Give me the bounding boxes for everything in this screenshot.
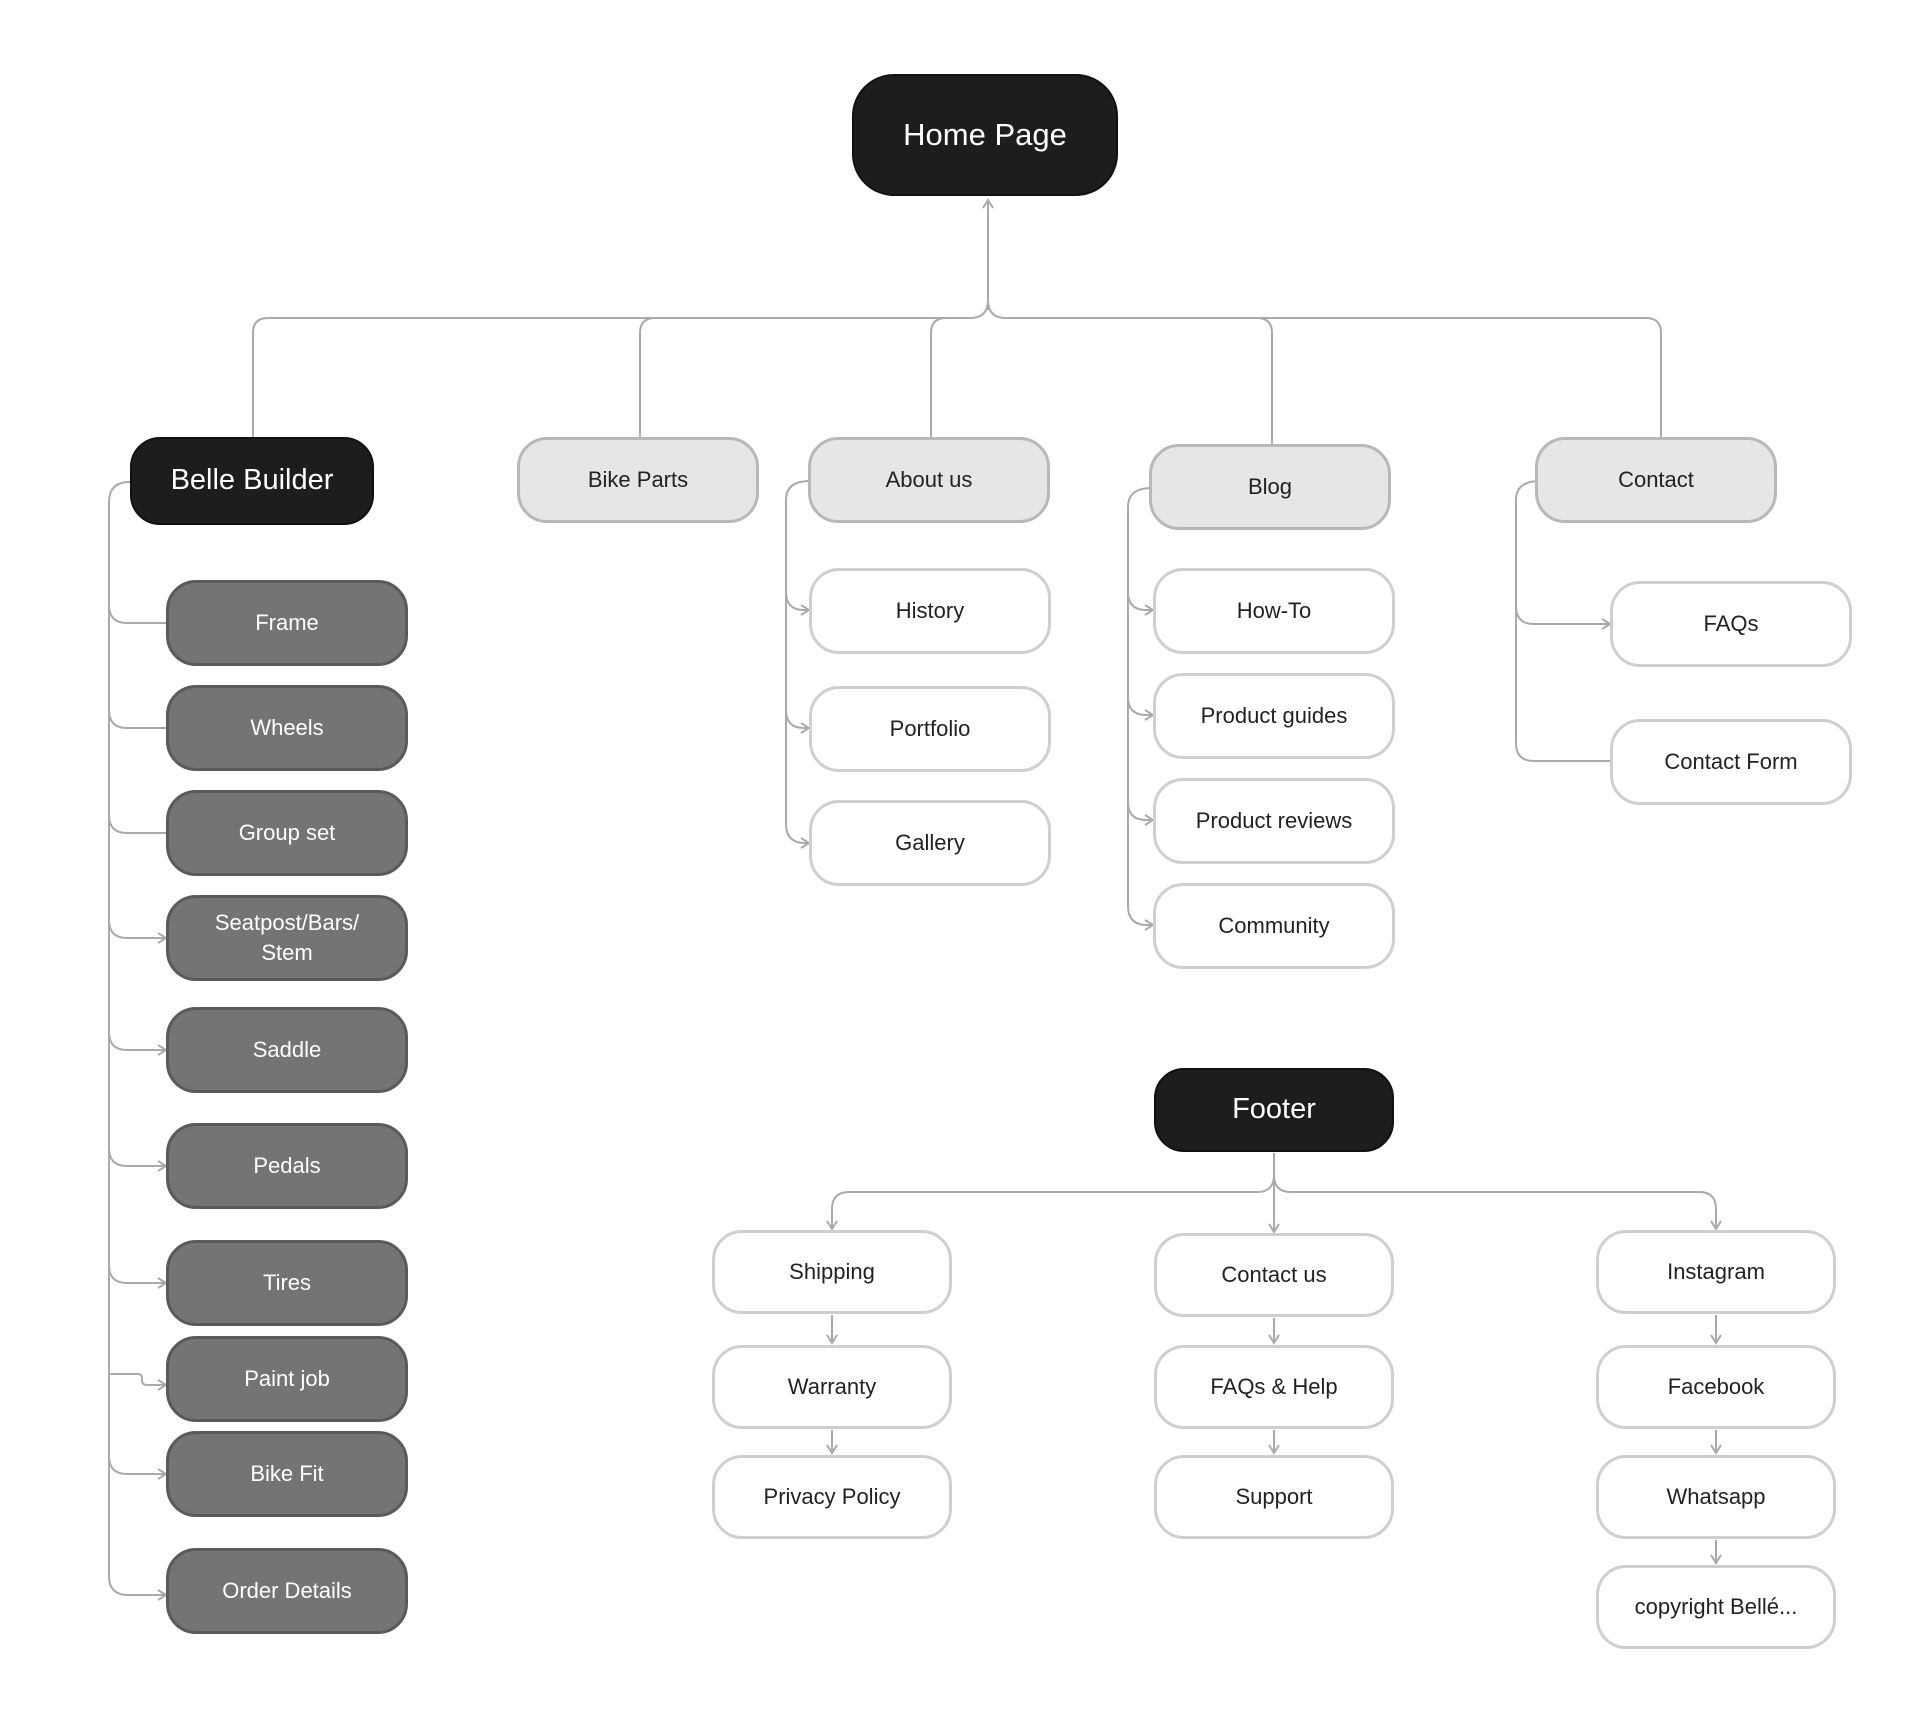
- whatsapp-label: Whatsapp: [1666, 1484, 1766, 1510]
- pedals-label: Pedals: [253, 1153, 321, 1179]
- branch-product-guides: [1127, 696, 1155, 721]
- history-label: History: [895, 598, 965, 624]
- seatpost-bars-stem-label: Seatpost/Bars/ Stem: [214, 910, 360, 965]
- drop-bike-parts: [639, 317, 656, 438]
- bike-parts-label: Bike Parts: [587, 467, 689, 493]
- product-guides-node[interactable]: Product guides: [1153, 673, 1395, 759]
- about-us-node[interactable]: About us: [808, 437, 1050, 523]
- seatpost-bars-stem-node[interactable]: Seatpost/Bars/ Stem: [166, 895, 408, 981]
- pedals-node[interactable]: Pedals: [166, 1123, 408, 1209]
- blog-spine: [1127, 487, 1155, 931]
- group-set-label: Group set: [238, 820, 336, 846]
- group-set-node[interactable]: Group set: [166, 790, 408, 876]
- contact-label: Contact: [1618, 467, 1694, 493]
- saddle-label: Saddle: [252, 1037, 322, 1063]
- tires-label: Tires: [262, 1270, 312, 1296]
- community-node[interactable]: Community: [1153, 883, 1395, 969]
- copyright-node[interactable]: copyright Bellé...: [1596, 1565, 1836, 1649]
- blog-label: Blog: [1247, 474, 1293, 500]
- contact-node[interactable]: Contact: [1535, 437, 1777, 523]
- contact-spine: [1515, 480, 1610, 762]
- faqs-label: FAQs: [1703, 611, 1759, 637]
- gallery-node[interactable]: Gallery: [809, 800, 1051, 886]
- whatsapp-node[interactable]: Whatsapp: [1596, 1455, 1836, 1539]
- branch-seatpost: [108, 919, 168, 944]
- portfolio-node[interactable]: Portfolio: [809, 686, 1051, 772]
- order-details-label: Order Details: [222, 1578, 352, 1604]
- bike-parts-node[interactable]: Bike Parts: [517, 437, 759, 523]
- privacy-policy-node[interactable]: Privacy Policy: [712, 1455, 952, 1539]
- branch-faqs: [1515, 605, 1612, 630]
- branch-how-to: [1127, 591, 1155, 616]
- community-label: Community: [1218, 913, 1330, 939]
- history-node[interactable]: History: [809, 568, 1051, 654]
- bike-fit-label: Bike Fit: [250, 1461, 324, 1487]
- how-to-label: How-To: [1236, 598, 1312, 624]
- support-label: Support: [1235, 1484, 1313, 1510]
- warranty-label: Warranty: [787, 1374, 877, 1400]
- branch-frame: [108, 604, 166, 624]
- branch-history: [785, 591, 811, 616]
- how-to-node[interactable]: How-To: [1153, 568, 1395, 654]
- contact-form-node[interactable]: Contact Form: [1610, 719, 1852, 805]
- branch-tires: [108, 1264, 168, 1289]
- footer-node[interactable]: Footer: [1154, 1068, 1394, 1152]
- privacy-policy-label: Privacy Policy: [763, 1484, 901, 1510]
- footer-bus-right: [1273, 1174, 1722, 1231]
- branch-product-reviews: [1127, 801, 1155, 826]
- contact-form-label: Contact Form: [1664, 749, 1798, 775]
- faqs-help-label: FAQs & Help: [1210, 1374, 1338, 1400]
- product-reviews-label: Product reviews: [1195, 808, 1353, 834]
- home-page-node[interactable]: Home Page: [852, 74, 1118, 196]
- saddle-node[interactable]: Saddle: [166, 1007, 408, 1093]
- branch-group-set: [108, 814, 166, 834]
- shipping-label: Shipping: [789, 1259, 875, 1285]
- warranty-node[interactable]: Warranty: [712, 1345, 952, 1429]
- bike-fit-node[interactable]: Bike Fit: [166, 1431, 408, 1517]
- branch-bike-fit: [108, 1455, 168, 1480]
- footer-label: Footer: [1232, 1093, 1316, 1126]
- drop-blog: [1256, 317, 1273, 445]
- faqs-help-node[interactable]: FAQs & Help: [1154, 1345, 1394, 1429]
- frame-node[interactable]: Frame: [166, 580, 408, 666]
- home-page-label: Home Page: [903, 117, 1067, 153]
- portfolio-label: Portfolio: [889, 716, 971, 742]
- facebook-label: Facebook: [1667, 1374, 1765, 1400]
- support-node[interactable]: Support: [1154, 1455, 1394, 1539]
- belle-builder-node[interactable]: Belle Builder: [130, 437, 374, 525]
- copyright-label: copyright Bellé...: [1634, 1594, 1798, 1620]
- belle-builder-label: Belle Builder: [170, 464, 334, 497]
- order-details-node[interactable]: Order Details: [166, 1548, 408, 1634]
- blog-node[interactable]: Blog: [1149, 444, 1391, 530]
- tires-node[interactable]: Tires: [166, 1240, 408, 1326]
- contact-us-node[interactable]: Contact us: [1154, 1233, 1394, 1317]
- paint-job-node[interactable]: Paint job: [166, 1336, 408, 1422]
- drop-about-us: [930, 317, 947, 438]
- facebook-node[interactable]: Facebook: [1596, 1345, 1836, 1429]
- wheels-label: Wheels: [250, 715, 324, 741]
- wheels-node[interactable]: Wheels: [166, 685, 408, 771]
- branch-paint-job: [109, 1373, 168, 1391]
- contact-us-label: Contact us: [1221, 1262, 1327, 1288]
- about-spine: [785, 480, 811, 849]
- product-reviews-node[interactable]: Product reviews: [1153, 778, 1395, 864]
- branch-portfolio: [785, 709, 811, 734]
- instagram-node[interactable]: Instagram: [1596, 1230, 1836, 1314]
- instagram-label: Instagram: [1667, 1259, 1765, 1285]
- home-bus-left: [252, 299, 989, 438]
- paint-job-label: Paint job: [244, 1366, 330, 1392]
- branch-wheels: [108, 709, 166, 729]
- branch-pedals: [108, 1147, 168, 1172]
- shipping-node[interactable]: Shipping: [712, 1230, 952, 1314]
- about-us-label: About us: [885, 467, 973, 493]
- branch-saddle: [108, 1031, 168, 1056]
- frame-label: Frame: [255, 610, 319, 636]
- product-guides-label: Product guides: [1200, 703, 1348, 729]
- belle-builder-spine: [108, 481, 168, 1601]
- gallery-label: Gallery: [895, 830, 965, 856]
- home-bus-right: [987, 299, 1662, 438]
- footer-bus-left: [826, 1174, 1275, 1231]
- faqs-node[interactable]: FAQs: [1610, 581, 1852, 667]
